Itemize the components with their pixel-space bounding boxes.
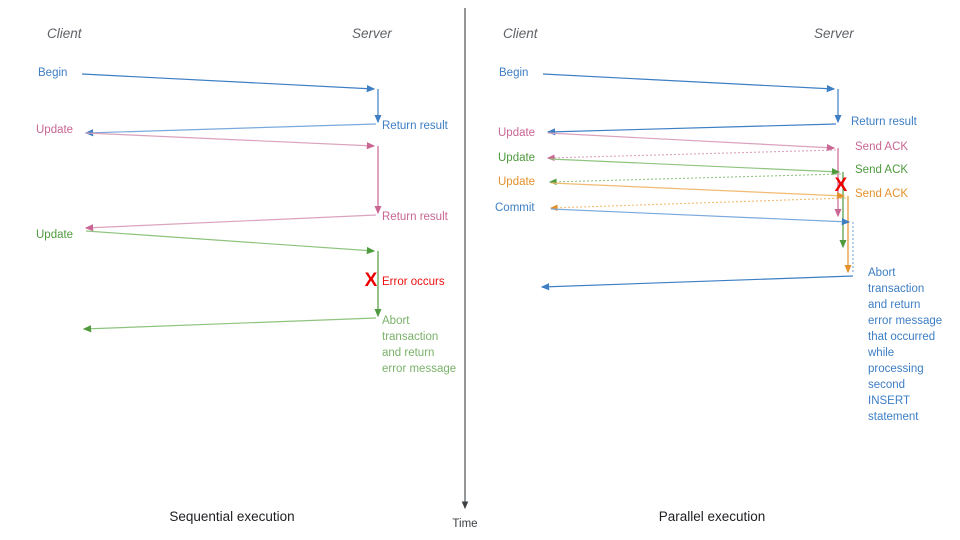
- abort-line: that occurred: [868, 331, 935, 343]
- abort-line: Abort: [382, 315, 410, 327]
- message-label-update-2: Update: [36, 229, 73, 241]
- message-label-return-result-2: Return result: [382, 211, 449, 223]
- arrow-update-4: [549, 158, 841, 176]
- message-label-send-ack-3: Send ACK: [855, 188, 908, 200]
- caption-parallel: Parallel execution: [659, 509, 766, 524]
- actor-client-label-2: Client: [503, 26, 539, 41]
- message-label-send-ack-1: Send ACK: [855, 141, 908, 153]
- arrow-update-3: [547, 132, 836, 152]
- arrow-update-2: [85, 230, 376, 255]
- message-label-update-4: Update: [498, 152, 535, 164]
- panel-sequential: Client Server Begin Return result Update: [36, 26, 456, 524]
- error-marker-sequential: X Error occurs: [365, 270, 445, 291]
- abort-line: while: [867, 347, 894, 359]
- message-label-update-5: Update: [498, 176, 535, 188]
- message-label-return-result-1: Return result: [382, 120, 449, 132]
- abort-line: transaction: [382, 331, 438, 343]
- actor-server-label-2: Server: [814, 26, 854, 41]
- message-par-commit: Commit: [495, 202, 851, 226]
- arrow-update-1: [85, 132, 376, 150]
- message-par-begin: Begin: [499, 67, 836, 93]
- message-par-update-1: Update: [498, 127, 836, 152]
- abort-line: and return: [382, 347, 434, 359]
- abort-line: error message: [382, 363, 456, 375]
- arrow-abort-return-2: [540, 275, 854, 291]
- arrow-send-ack-2: [548, 173, 842, 186]
- arrow-return-result-3: [546, 123, 837, 136]
- panel-parallel: Client Server Begin Return result Update: [495, 26, 945, 524]
- arrow-return-result-2: [84, 214, 377, 232]
- error-occurs-label: Error occurs: [382, 276, 445, 288]
- arrow-commit: [550, 208, 851, 226]
- abort-line: transaction: [868, 283, 924, 295]
- message-label-update-3: Update: [498, 127, 535, 139]
- arrow-update-5: [550, 182, 846, 200]
- actor-server-label: Server: [352, 26, 392, 41]
- time-axis-label: Time: [452, 518, 477, 530]
- message-label-commit: Commit: [495, 202, 535, 214]
- message-par-update-3: Update: [498, 176, 846, 200]
- abort-line: Abort: [868, 267, 896, 279]
- message-par-ack-2: Send ACK: [548, 164, 908, 186]
- arrow-send-ack-1: [546, 149, 837, 162]
- arrow-return-result-1: [84, 123, 377, 137]
- caption-sequential: Sequential execution: [169, 509, 294, 524]
- message-seq-begin: Begin: [38, 67, 376, 93]
- message-seq-return-2: Return result: [84, 211, 449, 232]
- error-x-icon: X: [365, 270, 378, 291]
- abort-message-left: Abort transaction and return error messa…: [382, 315, 456, 375]
- message-label-begin: Begin: [38, 67, 67, 79]
- abort-line: and return: [868, 299, 920, 311]
- arrow-send-ack-3: [549, 197, 847, 212]
- arrow-begin-2: [542, 73, 836, 93]
- message-seq-update-1: Update: [36, 124, 376, 150]
- message-label-send-ack-2: Send ACK: [855, 164, 908, 176]
- message-label-begin-2: Begin: [499, 67, 528, 79]
- message-par-ack-1: Send ACK: [546, 141, 908, 162]
- message-label-update-1: Update: [36, 124, 73, 136]
- abort-line: statement: [868, 411, 919, 423]
- abort-line: processing: [868, 363, 924, 375]
- message-par-ack-3: Send ACK: [549, 188, 908, 212]
- message-par-update-2: Update: [498, 152, 841, 176]
- message-seq-return-1: Return result: [84, 120, 449, 137]
- arrow-abort-return: [82, 317, 377, 333]
- abort-line: error message: [868, 315, 942, 327]
- message-par-abort: Abort transaction and return error messa…: [540, 267, 945, 423]
- error-marker-parallel: X: [835, 175, 848, 196]
- abort-line: second: [868, 379, 905, 391]
- arrow-begin: [81, 73, 376, 93]
- abort-message-right: Abort transaction and return error messa…: [867, 267, 945, 423]
- error-x-icon-2: X: [835, 175, 848, 196]
- message-par-return-1: Return result: [546, 116, 918, 136]
- abort-line: INSERT: [868, 395, 910, 407]
- message-seq-update-2: Update: [36, 229, 376, 255]
- actor-client-label: Client: [47, 26, 83, 41]
- message-label-return-result-3: Return result: [851, 116, 918, 128]
- message-seq-abort: Abort transaction and return error messa…: [82, 315, 456, 375]
- time-axis: Time: [452, 8, 478, 530]
